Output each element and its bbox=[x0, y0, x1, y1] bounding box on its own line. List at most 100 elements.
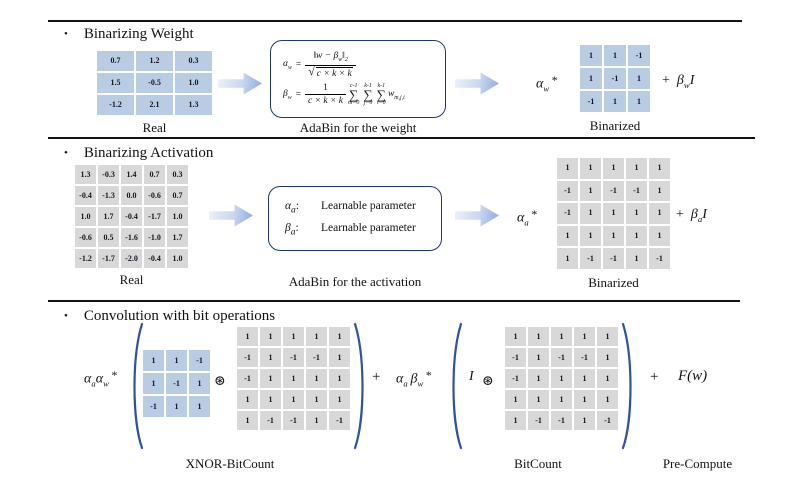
sum-upper-limit: k-1 bbox=[377, 83, 386, 90]
alpha-sub: a bbox=[291, 204, 296, 215]
matrix-cell: 1 bbox=[329, 390, 350, 409]
weight-indices: m,j,i bbox=[394, 94, 405, 101]
plus-sign: + bbox=[662, 73, 670, 88]
alpha-w-symbol: αw bbox=[283, 59, 292, 71]
matrix-cell: -1.7 bbox=[144, 207, 165, 226]
matrix-cell: 1 bbox=[574, 327, 595, 346]
multiply-star: * bbox=[551, 73, 558, 87]
sum-over-rows: k-1 ∑ j=0 bbox=[363, 83, 372, 106]
matrix-cell: 1 bbox=[557, 225, 578, 247]
matrix-cell: -0.4 bbox=[75, 186, 96, 205]
matrix-cell: 1 bbox=[649, 203, 670, 224]
beta-w-sub: w bbox=[287, 94, 292, 101]
alpha-glyph: α bbox=[95, 371, 104, 387]
alpha-glyph: α bbox=[536, 76, 544, 92]
matrix-cell: -1 bbox=[574, 348, 595, 367]
matrix-cell: 1 bbox=[580, 180, 601, 202]
beta-sub: a bbox=[697, 213, 703, 224]
matrix-cell: 1.3 bbox=[75, 165, 96, 184]
matrix-cell: 0.7 bbox=[144, 165, 165, 184]
matrix-cell: 1.7 bbox=[167, 228, 188, 247]
beta-a-symbol: βa: bbox=[285, 222, 311, 237]
section-1-title: • Binarizing Weight bbox=[64, 26, 194, 43]
matrix-cell: 1 bbox=[626, 248, 647, 269]
matrix-cell: 1 bbox=[283, 390, 304, 409]
weight-symbol: w bbox=[387, 88, 395, 99]
matrix-cell: 1 bbox=[604, 45, 626, 66]
matrix-cell: 1 bbox=[574, 411, 595, 430]
bracket-left-icon bbox=[448, 321, 464, 451]
matrix-cell: -1 bbox=[580, 248, 601, 269]
matrix-cell: 1 bbox=[557, 248, 578, 269]
matrix-cell: 1 bbox=[597, 348, 618, 367]
multiply-star: * bbox=[110, 368, 117, 382]
alpha-a-alpha-w-coefficient: αaαw* bbox=[84, 368, 117, 388]
section-1-title-text: Binarizing Weight bbox=[83, 26, 194, 42]
matrix-cell: 1.0 bbox=[167, 249, 188, 268]
matrix-cell: -1 bbox=[603, 180, 624, 202]
matrix-cell: 1 bbox=[626, 225, 647, 247]
beta-denominator: c × k × k bbox=[305, 94, 346, 106]
matrix-cell: 1 bbox=[306, 327, 327, 346]
matrix-cell: 0.0 bbox=[121, 186, 142, 205]
norm-open: ‖w − β bbox=[313, 51, 339, 62]
learnable-parameter-text: Learnable parameter bbox=[321, 199, 416, 212]
bullet-icon: • bbox=[64, 147, 68, 159]
arrow-right-icon bbox=[455, 72, 499, 95]
alpha-a-line: αa: Learnable parameter bbox=[269, 200, 441, 215]
matrix-cell: 1 bbox=[551, 390, 572, 409]
sum-upper-limit: k-1 bbox=[364, 83, 372, 90]
matrix-cell: -1 bbox=[260, 411, 281, 430]
matrix-cell: 1 bbox=[283, 327, 304, 346]
matrix-cell: 1 bbox=[260, 327, 281, 346]
matrix-cell: 1 bbox=[260, 369, 281, 388]
bracket-left-icon bbox=[129, 321, 145, 451]
matrix-cell: -1 bbox=[557, 203, 578, 224]
identity-symbol: I bbox=[469, 369, 474, 384]
matrix-cell: 1 bbox=[597, 390, 618, 409]
matrix-cell: -1.6 bbox=[121, 228, 142, 247]
matrix-cell: 1 bbox=[628, 91, 650, 112]
bracket-right-icon bbox=[352, 321, 368, 451]
matrix-cell: 1 bbox=[580, 45, 602, 66]
arrow-right-icon bbox=[218, 72, 262, 95]
alpha-glyph: α bbox=[84, 371, 92, 387]
matrix-cell: -1 bbox=[603, 248, 624, 269]
matrix-cell: 1 bbox=[260, 390, 281, 409]
matrix-cell: 1.3 bbox=[175, 95, 212, 115]
sum-lower-limit: j=0 bbox=[363, 100, 373, 107]
matrix-cell: 1 bbox=[505, 411, 526, 430]
matrix-cell: 1 bbox=[528, 348, 549, 367]
equals-sign: = bbox=[295, 59, 302, 70]
multiply-star: * bbox=[425, 368, 432, 382]
matrix-cell: -0.4 bbox=[121, 207, 142, 226]
sqrt-icon: √ bbox=[308, 63, 315, 78]
alpha-a-coefficient: αa* bbox=[517, 207, 537, 227]
matrix-cell: -1 bbox=[329, 411, 350, 430]
sum-lower-limit: i=0 bbox=[376, 100, 386, 107]
matrix-cell: -1 bbox=[649, 248, 670, 269]
plus-sign: + bbox=[650, 369, 659, 385]
multiply-star: * bbox=[530, 207, 537, 221]
matrix-cell: -0.3 bbox=[98, 165, 119, 184]
matrix-cell: -1 bbox=[283, 411, 304, 430]
alpha-glyph: α bbox=[285, 199, 292, 212]
plus-sign: + bbox=[372, 369, 381, 385]
matrix-cell: 1 bbox=[237, 411, 258, 430]
matrix-cell: 0.7 bbox=[97, 51, 134, 71]
section-2-title: • Binarizing Activation bbox=[64, 145, 213, 162]
matrix-cell: -1 bbox=[557, 180, 578, 202]
matrix-cell: -1.0 bbox=[144, 228, 165, 247]
matrix-cell: -1 bbox=[166, 373, 187, 394]
matrix-cell: 1 bbox=[329, 348, 350, 367]
matrix-cell: 1 bbox=[166, 396, 187, 417]
matrix-cell: -1 bbox=[551, 348, 572, 367]
matrix-cell: 1 bbox=[166, 350, 187, 371]
alpha-glyph: α bbox=[283, 58, 288, 69]
alpha-glyph: α bbox=[517, 210, 525, 226]
matrix-cell: 1.0 bbox=[75, 207, 96, 226]
